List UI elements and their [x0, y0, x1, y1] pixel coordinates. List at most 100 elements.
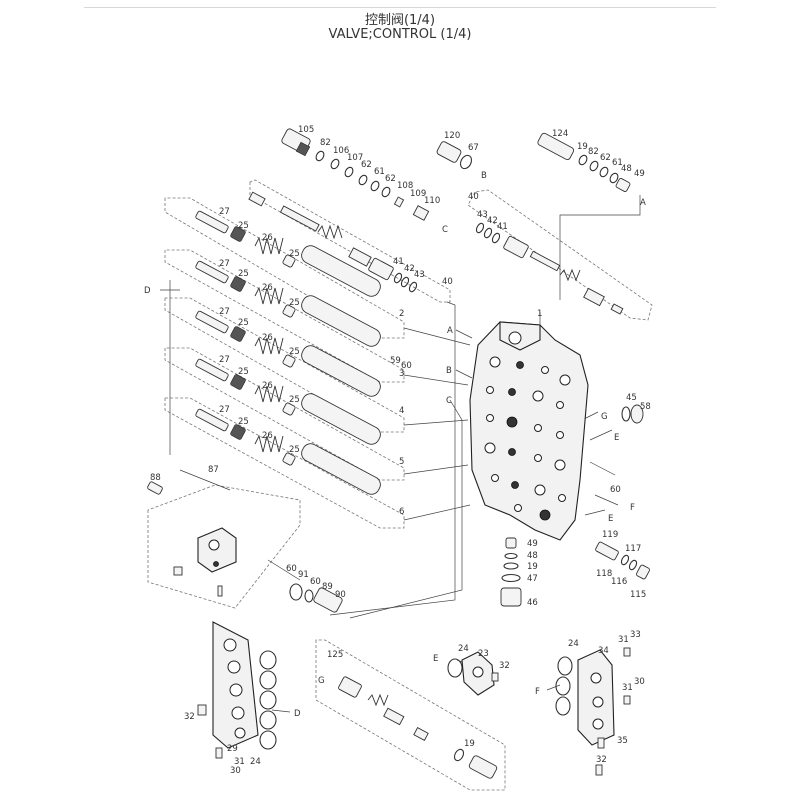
callout-91: 91 — [298, 570, 309, 580]
callout-115: 115 — [630, 590, 646, 600]
callout-60: 60 — [401, 361, 412, 371]
callout-3: 3 — [399, 369, 404, 379]
callout-45: 45 — [626, 393, 637, 403]
callout-117: 117 — [625, 544, 641, 554]
callout-25: 25 — [238, 417, 249, 427]
callout-29: 29 — [227, 744, 238, 754]
callout-27: 27 — [219, 307, 230, 317]
callout-5: 5 — [399, 457, 404, 467]
callout-33: 33 — [630, 630, 641, 640]
callout-25: 25 — [238, 367, 249, 377]
cap-45-58 — [621, 404, 644, 424]
callout-19: 19 — [527, 562, 538, 572]
callout-26: 26 — [262, 233, 273, 243]
callout-82: 82 — [320, 138, 331, 148]
callout-62: 62 — [385, 174, 396, 184]
callout-120: 120 — [444, 131, 460, 141]
callout-46: 46 — [527, 598, 538, 608]
callout-31: 31 — [618, 635, 629, 645]
callout-43: 43 — [477, 210, 488, 220]
callout-40: 40 — [442, 277, 453, 287]
callout-letter-f: F — [630, 503, 635, 513]
callout-4: 4 — [399, 406, 404, 416]
callout-letter-d: D — [294, 709, 301, 719]
callout-32: 32 — [499, 661, 510, 671]
plug-stack-46 — [500, 537, 522, 607]
port-hole — [491, 474, 499, 482]
block-34 — [555, 647, 631, 776]
port-hole — [532, 390, 544, 402]
callout-43: 43 — [414, 270, 425, 280]
port-hole — [484, 442, 496, 454]
upper-left-part-set — [281, 128, 430, 221]
callout-59: 59 — [390, 356, 401, 366]
callout-letter-b: B — [446, 366, 452, 376]
callout-88: 88 — [150, 473, 161, 483]
callout-32: 32 — [596, 755, 607, 765]
callout-19: 19 — [577, 142, 588, 152]
callout-90: 90 — [335, 590, 346, 600]
callout-letter-e: E — [614, 433, 619, 443]
callout-109: 109 — [410, 189, 426, 199]
callout-30: 30 — [634, 677, 645, 687]
callout-25: 25 — [289, 298, 300, 308]
callout-58: 58 — [640, 402, 651, 412]
callout-49: 49 — [634, 169, 645, 179]
callout-letter-a: A — [640, 198, 646, 208]
callout-26: 26 — [262, 283, 273, 293]
callout-31: 31 — [234, 757, 245, 767]
callout-27: 27 — [219, 405, 230, 415]
block-87 — [147, 481, 237, 597]
callout-118: 118 — [596, 569, 612, 579]
upper-center-part-120 — [436, 141, 473, 170]
callout-1: 1 — [537, 309, 542, 319]
callout-25: 25 — [238, 221, 249, 231]
callout-35: 35 — [617, 736, 628, 746]
callout-41: 41 — [393, 257, 404, 267]
spool-row — [195, 210, 381, 297]
port-hole — [539, 509, 551, 521]
part-119-set — [595, 541, 650, 580]
spool-row — [195, 260, 381, 347]
callout-42: 42 — [404, 264, 415, 274]
port-hole — [486, 414, 494, 422]
callout-letter-g: G — [601, 412, 608, 422]
page-title-chinese: 控制阀(1/4) — [364, 13, 436, 28]
callout-letter-e: E — [608, 514, 613, 524]
callout-25: 25 — [289, 347, 300, 357]
callout-labels: 105 82 106 107 62 61 62 108 109 110 C 12… — [144, 125, 651, 776]
callout-105: 105 — [298, 125, 314, 135]
callout-31: 31 — [622, 683, 633, 693]
part-90-set — [289, 583, 343, 613]
callout-letter-g: G — [318, 676, 325, 686]
callout-60: 60 — [610, 485, 621, 495]
part-125-set — [338, 676, 498, 779]
spool-row — [195, 310, 381, 397]
callout-letter-c: C — [446, 396, 452, 406]
spool-row — [195, 408, 381, 495]
callout-89: 89 — [322, 582, 333, 592]
callout-30: 30 — [230, 766, 241, 776]
callout-25: 25 — [238, 269, 249, 279]
callout-48: 48 — [527, 551, 538, 561]
callout-107: 107 — [347, 153, 363, 163]
callout-27: 27 — [219, 355, 230, 365]
callout-25: 25 — [289, 395, 300, 405]
port-hole — [534, 454, 542, 462]
callout-32: 32 — [184, 712, 195, 722]
callout-letter-a: A — [447, 326, 453, 336]
port-hole — [541, 366, 549, 374]
callout-34: 34 — [598, 646, 609, 656]
callout-2: 2 — [399, 309, 404, 319]
callout-61: 61 — [612, 158, 623, 168]
callout-61: 61 — [374, 167, 385, 177]
callout-116: 116 — [611, 577, 627, 587]
callout-24: 24 — [568, 639, 579, 649]
callout-27: 27 — [219, 207, 230, 217]
page-title: VALVE;CONTROL (1/4) — [328, 27, 472, 42]
callout-119: 119 — [602, 530, 618, 540]
side-block-d — [197, 621, 277, 759]
port-hole — [486, 386, 494, 394]
flange-23 — [447, 651, 499, 696]
main-valve-body — [469, 321, 589, 541]
